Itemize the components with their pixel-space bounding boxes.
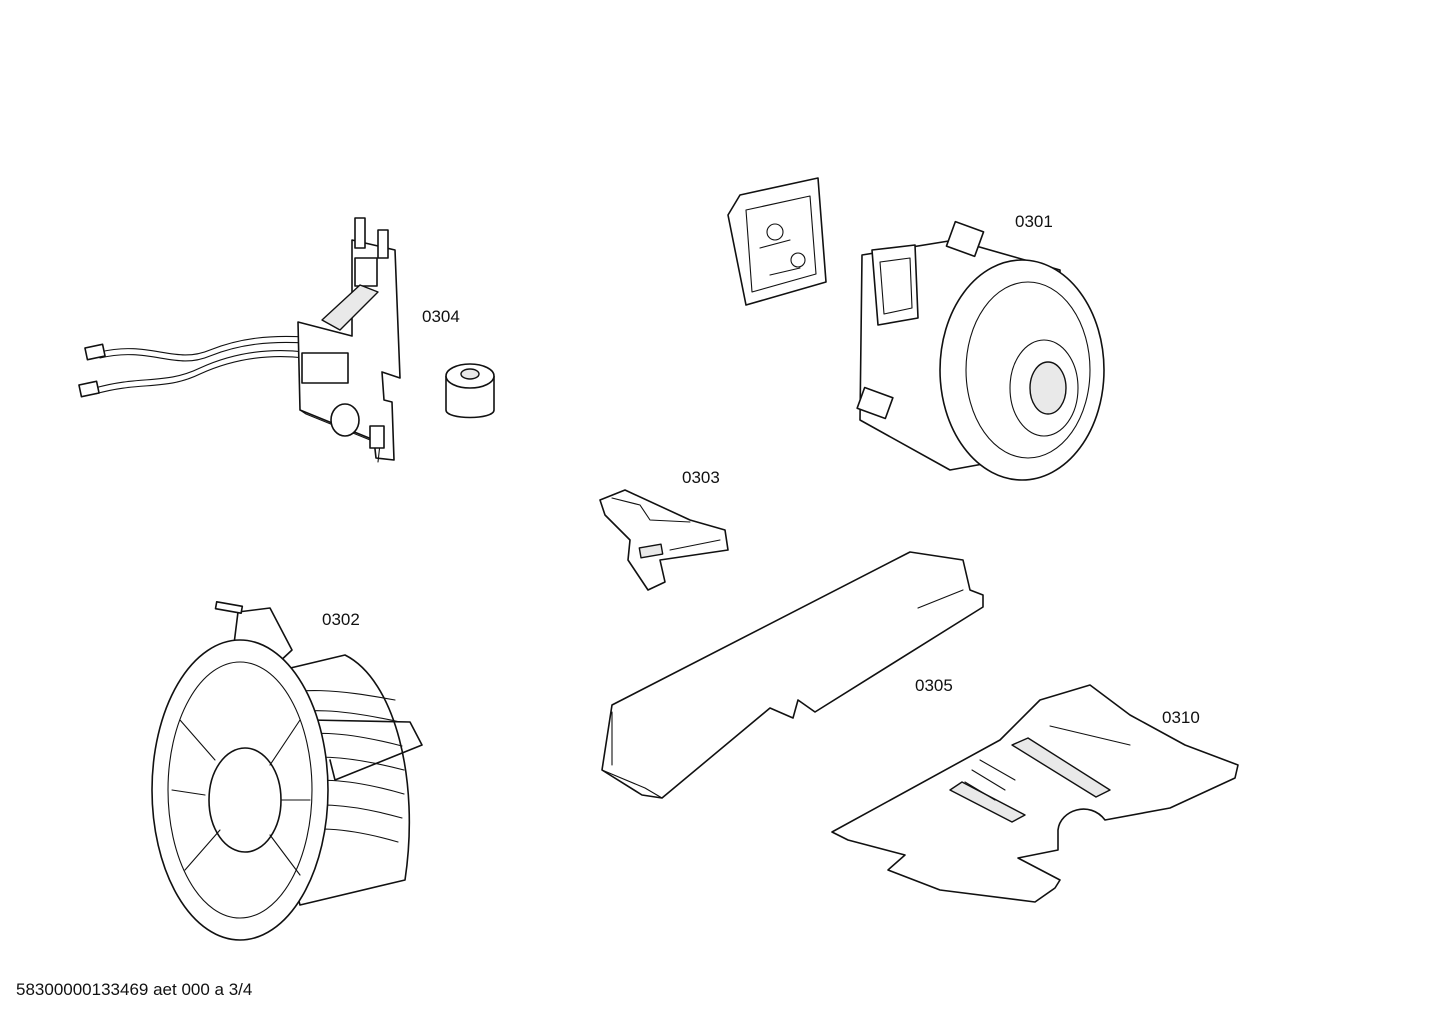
drawing-code: 58300000133469 aet 000 a 3/4 bbox=[16, 980, 253, 999]
part-0310-plate[interactable] bbox=[831, 684, 1239, 903]
part-0302-cable-reel[interactable] bbox=[151, 600, 423, 941]
part-0304-circuit-board[interactable] bbox=[78, 217, 401, 463]
label-0304: 0304 bbox=[422, 307, 460, 326]
label-0305: 0305 bbox=[915, 676, 953, 695]
ferrite-core bbox=[445, 363, 495, 419]
label-0301: 0301 bbox=[1015, 212, 1053, 231]
label-0303: 0303 bbox=[682, 468, 720, 487]
label-0310: 0310 bbox=[1162, 708, 1200, 727]
part-0305-panel[interactable] bbox=[601, 551, 984, 799]
label-0302: 0302 bbox=[322, 610, 360, 629]
part-0303-connector[interactable] bbox=[599, 489, 729, 591]
part-0301-motor[interactable] bbox=[727, 177, 1105, 481]
